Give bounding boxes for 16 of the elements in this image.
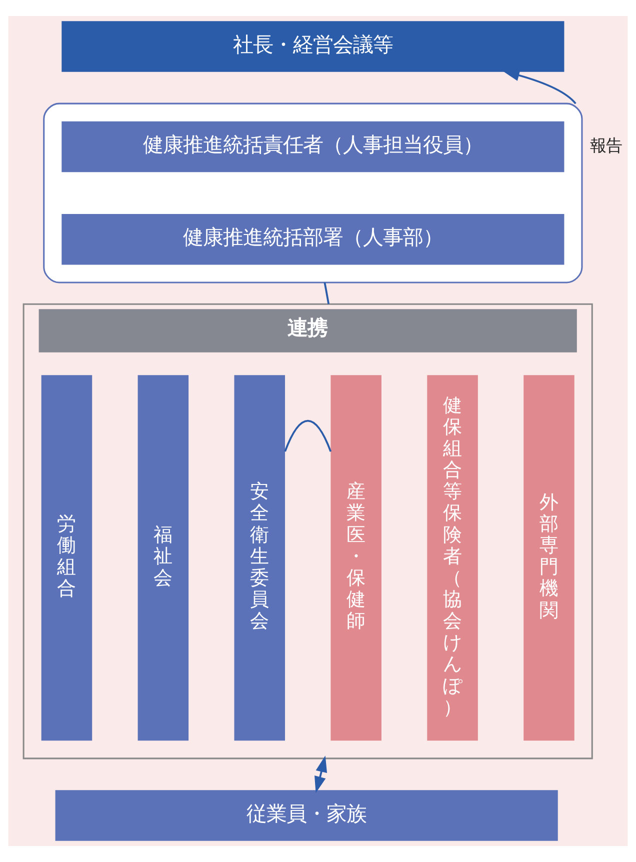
edge-label: 報告: [590, 136, 622, 156]
node-box: 健保組合等保険者（協会けんぽ）: [427, 375, 478, 741]
node-box: 福祉会: [138, 375, 189, 741]
node-box: 安全衛生委員会: [234, 375, 285, 741]
connector: [324, 282, 330, 304]
node-box: 社長・経営会議等: [62, 21, 564, 72]
node-box: 従業員・家族: [55, 790, 558, 841]
node-box: 労働組合: [41, 375, 92, 741]
cluster: [43, 102, 583, 284]
node-box: 健康推進統括部署（人事部）: [62, 214, 564, 265]
node-box: 外部専門機関: [524, 375, 574, 741]
node-box: 産業医・保健師: [330, 375, 382, 741]
node-box: 健康推進統括責任者（人事担当役員）: [62, 121, 564, 172]
arrow: [314, 756, 328, 793]
connector: [284, 420, 332, 452]
arrow: [502, 70, 576, 104]
